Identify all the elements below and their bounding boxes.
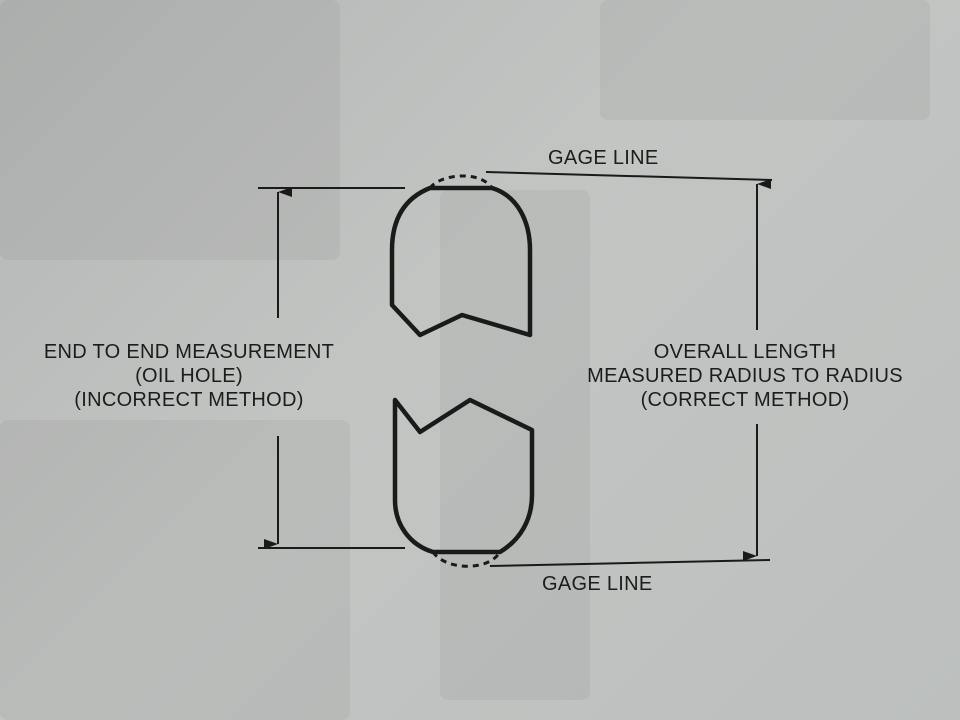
bleed-through-text [600, 0, 930, 120]
caption-line: OVERALL LENGTH [653, 341, 837, 363]
caption-line: (INCORRECT METHOD) [74, 389, 304, 411]
gage-line-top-label: GAGE LINE [548, 147, 659, 169]
end-to-end-caption: END TO END MEASUREMENT (OIL HOLE) (INCOR… [4, 340, 374, 412]
caption-line: END TO END MEASUREMENT [43, 341, 335, 363]
caption-line: (OIL HOLE) [135, 365, 243, 387]
rod-upper-end-outline [389, 185, 533, 338]
gage-line-bottom [489, 559, 771, 567]
gage-line-top [485, 171, 773, 181]
rod-lower-end-outline [392, 397, 535, 555]
bleed-through-text [440, 190, 590, 700]
rod-lower-radius-dashed [431, 551, 502, 568]
bleed-through-text [0, 0, 340, 260]
gage-line-bottom-label: GAGE LINE [542, 573, 653, 595]
caption-line: MEASURED RADIUS TO RADIUS [587, 365, 903, 387]
overall-length-caption: OVERALL LENGTH MEASURED RADIUS TO RADIUS… [550, 340, 940, 412]
rod-upper-radius-dashed [428, 174, 494, 190]
bleed-through-text [0, 420, 350, 720]
caption-line: (CORRECT METHOD) [640, 389, 850, 411]
